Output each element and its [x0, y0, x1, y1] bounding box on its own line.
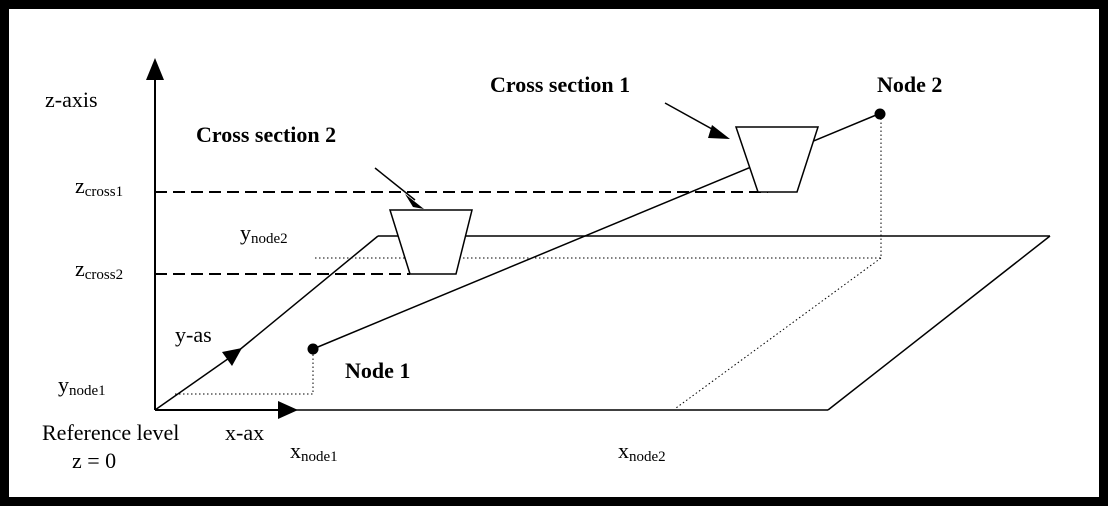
x-node2-label: xnode2: [618, 438, 666, 465]
y-axis-line: [154, 355, 233, 411]
z-cross1-label: zcross1: [75, 173, 123, 200]
z-axis-label: z-axis: [45, 87, 98, 112]
cross-section-1-shape: [734, 126, 820, 193]
y-axis-label: y-as: [175, 322, 212, 347]
node-1-point: [307, 343, 319, 355]
cross-section-1-label: Cross section 1: [490, 72, 630, 97]
reference-level-label: Reference level: [42, 420, 179, 445]
cs2-arrowhead: [405, 194, 424, 209]
cross-section-2-shape: [388, 209, 473, 275]
plane-right-edge: [827, 235, 1051, 411]
node-2-label: Node 2: [877, 72, 942, 97]
y-axis-extension: [231, 235, 379, 357]
x-node1-label: xnode1: [290, 438, 338, 465]
cross-section-2-label: Cross section 2: [196, 122, 336, 147]
node2-x-projection: [675, 257, 882, 409]
cs2-pointer-arrow: [374, 167, 416, 201]
node-2-point: [874, 108, 886, 120]
z-cross2-label: zcross2: [75, 256, 123, 283]
y-node1-label: ynode1: [58, 372, 106, 399]
z-axis-arrowhead: [146, 58, 164, 80]
x-axis-label: x-ax: [225, 420, 264, 445]
reference-z-zero-label: z = 0: [72, 448, 116, 473]
node1-projection: [175, 349, 314, 395]
cs1-arrowhead: [708, 125, 730, 139]
node-1-label: Node 1: [345, 358, 410, 383]
y-node2-label: ynode2: [240, 220, 288, 247]
node2-projection: [315, 113, 882, 259]
